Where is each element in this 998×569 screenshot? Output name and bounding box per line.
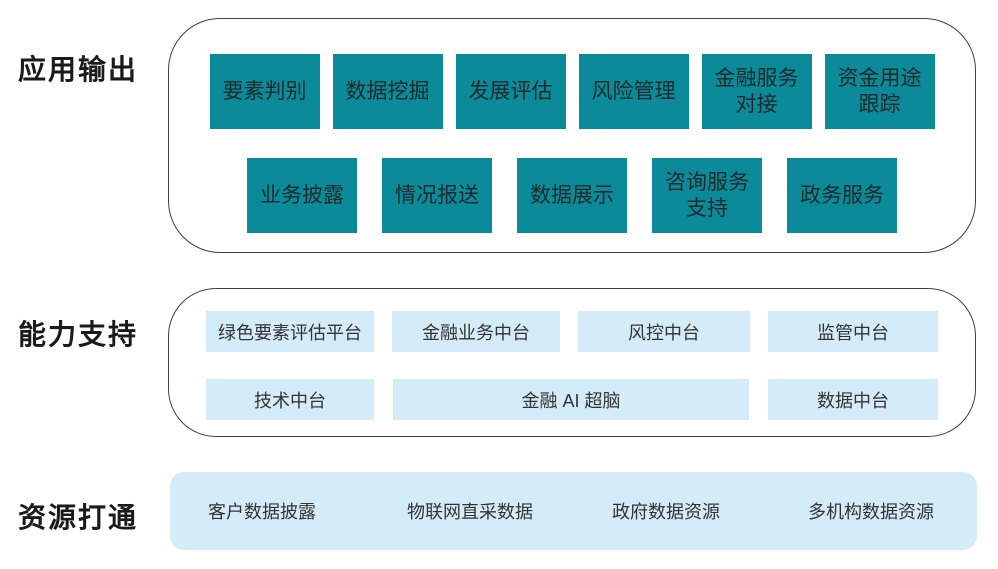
capability-support-panel: 绿色要素评估平台 金融业务中台 风控中台 监管中台 技术中台 金融 AI 超脑 … xyxy=(168,288,976,437)
capability-row-1: 绿色要素评估平台 金融业务中台 风控中台 监管中台 xyxy=(169,311,975,352)
output-row-1: 要素判别 数据挖掘 发展评估 风险管理 金融服务 对接 资金用途 跟踪 xyxy=(169,54,975,129)
resource-band: 客户数据披露 物联网直采数据 政府数据资源 多机构数据资源 xyxy=(170,472,977,550)
capability-box: 绿色要素评估平台 xyxy=(206,311,374,352)
output-box: 数据展示 xyxy=(517,158,627,233)
output-box: 金融服务 对接 xyxy=(701,54,812,129)
output-box: 咨询服务 支持 xyxy=(652,158,762,233)
output-box: 资金用途 跟踪 xyxy=(824,54,935,129)
section-label-capability-support: 能力支持 xyxy=(18,319,139,350)
output-box: 数据挖掘 xyxy=(332,54,443,129)
output-box: 业务披露 xyxy=(247,158,357,233)
capability-box: 风控中台 xyxy=(578,311,750,352)
resource-item: 政府数据资源 xyxy=(612,502,720,522)
resource-item: 客户数据披露 xyxy=(208,502,316,522)
resource-item: 多机构数据资源 xyxy=(808,502,934,522)
output-box: 情况报送 xyxy=(382,158,492,233)
section-label-application-output: 应用输出 xyxy=(18,54,139,85)
resource-item: 物联网直采数据 xyxy=(407,502,533,522)
capability-row-2: 技术中台 金融 AI 超脑 数据中台 xyxy=(169,379,975,420)
output-box: 要素判别 xyxy=(209,54,320,129)
section-label-resource-integration: 资源打通 xyxy=(18,502,139,533)
capability-box: 金融业务中台 xyxy=(392,311,560,352)
capability-box: 数据中台 xyxy=(768,379,938,420)
capability-box: 监管中台 xyxy=(768,311,938,352)
output-box: 风险管理 xyxy=(578,54,689,129)
output-box: 发展评估 xyxy=(455,54,566,129)
application-output-panel: 要素判别 数据挖掘 发展评估 风险管理 金融服务 对接 资金用途 跟踪 业务披露… xyxy=(168,18,976,253)
capability-box: 技术中台 xyxy=(206,379,374,420)
output-row-2: 业务披露 情况报送 数据展示 咨询服务 支持 政务服务 xyxy=(169,158,975,233)
output-box: 政务服务 xyxy=(787,158,897,233)
capability-box: 金融 AI 超脑 xyxy=(393,379,749,420)
